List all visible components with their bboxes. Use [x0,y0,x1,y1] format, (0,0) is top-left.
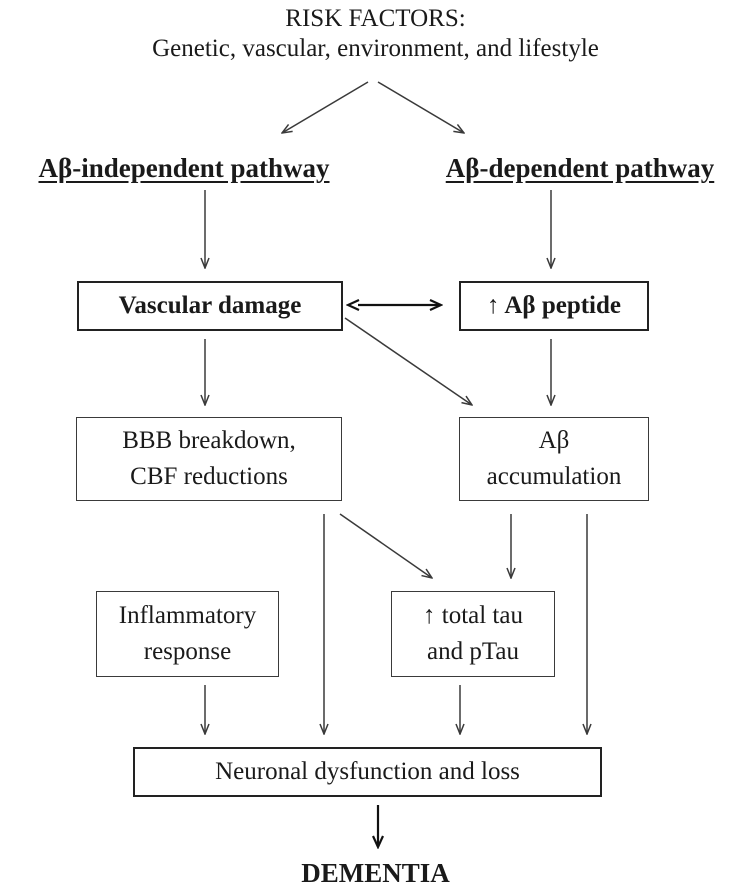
ab-peptide-box: ↑ Aβ peptide [459,281,649,331]
risk-factors-subtitle: Genetic, vascular, environment, and life… [152,35,599,62]
neuronal-dysfunction-box: Neuronal dysfunction and loss [133,747,602,797]
bbb-breakdown-box: BBB breakdown, CBF reductions [76,417,342,501]
arrow-vascular-to-ab-accumulation [344,317,472,405]
neuronal-dysfunction-label: Neuronal dysfunction and loss [215,758,520,785]
ab-accumulation-line1: Aβ [538,427,570,454]
inflammatory-response-line2: response [143,638,232,665]
risk-factors-title: RISK FACTORS: [285,5,466,32]
inflammatory-response-line1: Inflammatory [118,602,257,629]
vascular-damage-label: Vascular damage [118,292,302,319]
arrow-risk-to-independent [282,81,369,133]
ab-peptide-label: ↑ Aβ peptide [486,292,622,319]
bbb-breakdown-line1: BBB breakdown, [122,427,296,454]
bbb-breakdown-line2: CBF reductions [130,463,288,490]
arrow-risk-to-dependent [377,81,464,133]
arrow-bbb-to-tau [339,513,432,578]
ab-accumulation-line2: accumulation [486,463,622,490]
total-tau-box: ↑ total tau and pTau [391,591,555,677]
ab-dependent-pathway-heading: Aβ-dependent pathway [445,153,715,183]
total-tau-line2: and pTau [427,638,519,665]
vascular-damage-box: Vascular damage [77,281,343,331]
inflammatory-response-box: Inflammatory response [96,591,279,677]
total-tau-line1: ↑ total tau [423,602,523,629]
ab-accumulation-box: Aβ accumulation [459,417,649,501]
dementia-outcome: DEMENTIA [301,858,450,888]
ab-independent-pathway-heading: Aβ-independent pathway [38,153,330,183]
